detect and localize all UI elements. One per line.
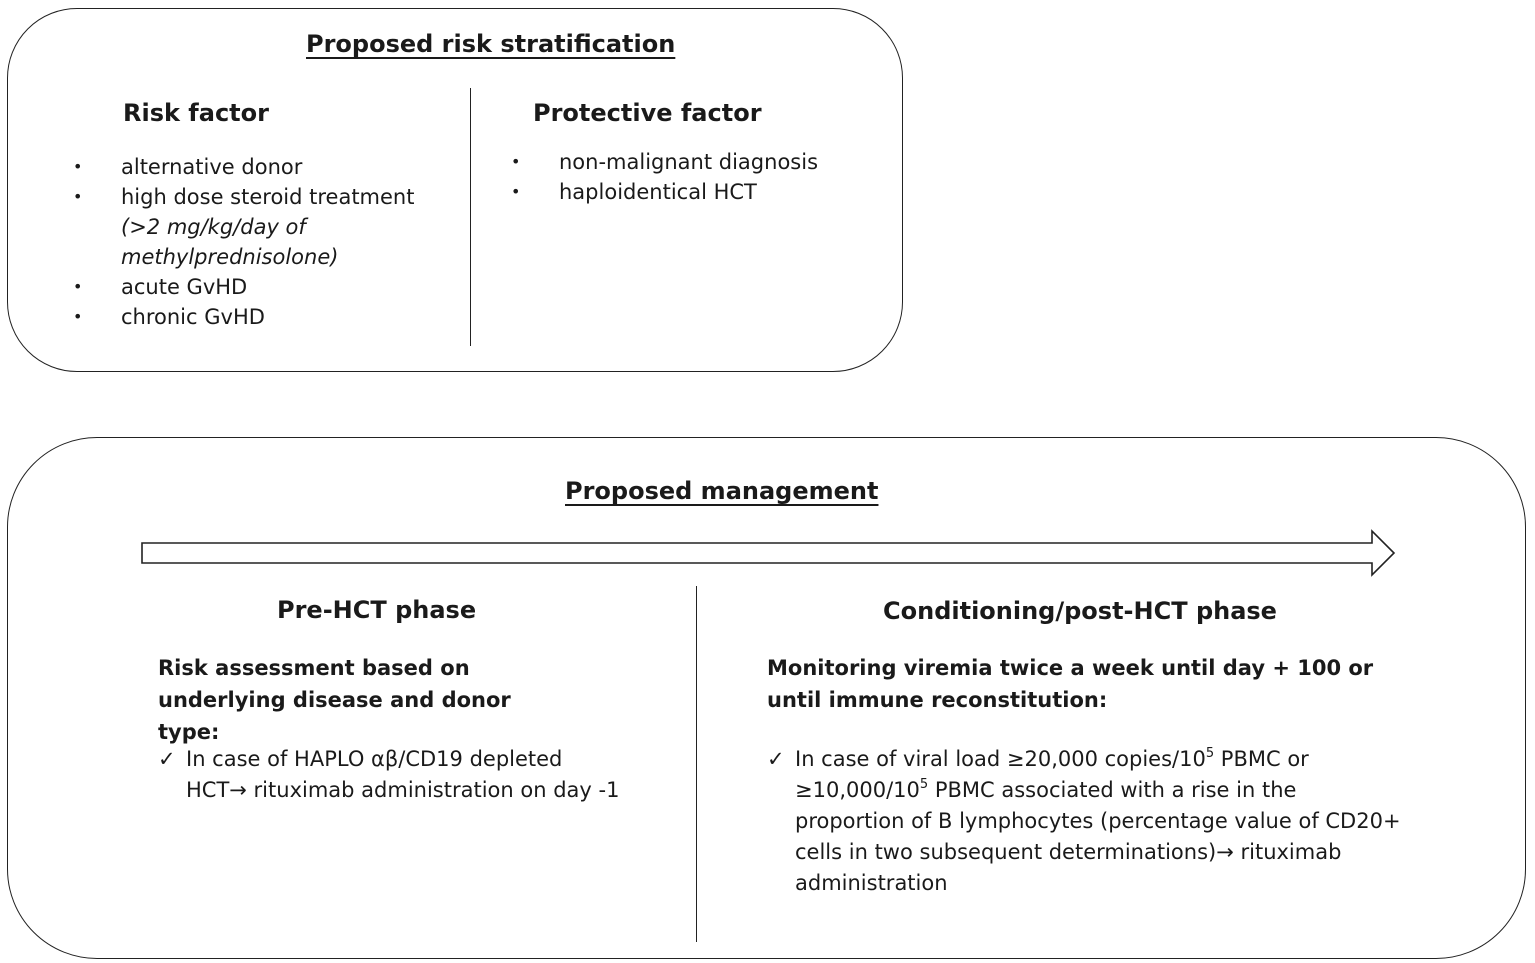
bullet-icon: • bbox=[73, 157, 83, 176]
risk-stratification-title: Proposed risk stratification bbox=[306, 30, 676, 58]
risk-factor-heading: Risk factor bbox=[123, 99, 269, 127]
timeline-arrow bbox=[141, 529, 1396, 577]
phase-divider bbox=[696, 586, 697, 942]
pre-hct-heading: Pre-HCT phase bbox=[277, 596, 477, 624]
risk-factor-note: (>2 mg/kg/day of methylprednisolone) bbox=[121, 215, 339, 269]
list-item: • haploidentical HCT bbox=[511, 177, 818, 207]
post-hct-lead: Monitoring viremia twice a week until da… bbox=[767, 656, 1374, 712]
pre-hct-check-text: In case of HAPLO αβ/CD19 depleted HCT→ r… bbox=[186, 747, 620, 802]
protective-factor-label: haploidentical HCT bbox=[559, 180, 757, 204]
protective-factor-label: non-malignant diagnosis bbox=[559, 150, 819, 174]
risk-stratification-panel bbox=[7, 8, 903, 372]
checkmark-icon: ✓ bbox=[767, 747, 785, 771]
bullet-icon: • bbox=[73, 307, 83, 326]
risk-factor-label: alternative donor bbox=[121, 155, 303, 179]
superscript: 5 bbox=[1205, 746, 1215, 761]
superscript: 5 bbox=[919, 777, 929, 792]
list-item: • high dose steroid treatment (>2 mg/kg/… bbox=[73, 182, 414, 272]
post-hct-check-part2: PBMC or ≥10,000/10 bbox=[795, 747, 1309, 802]
pre-hct-check-item: ✓ In case of HAPLO αβ/CD19 depleted HCT→… bbox=[158, 744, 628, 806]
post-hct-check-part3: PBMC associated with a rise in the propo… bbox=[795, 778, 1401, 895]
risk-factor-label: acute GvHD bbox=[121, 275, 248, 299]
risk-divider bbox=[470, 88, 471, 346]
post-hct-heading: Conditioning/post-HCT phase bbox=[883, 597, 1277, 625]
management-panel bbox=[7, 437, 1526, 959]
risk-factor-label: chronic GvHD bbox=[121, 305, 265, 329]
list-item: • alternative donor bbox=[73, 152, 414, 182]
risk-factor-list: • alternative donor • high dose steroid … bbox=[73, 152, 414, 332]
management-title: Proposed management bbox=[565, 477, 879, 505]
post-hct-check-part1: In case of viral load ≥20,000 copies/10 bbox=[795, 747, 1206, 771]
list-item: • acute GvHD bbox=[73, 272, 414, 302]
risk-factor-label: high dose steroid treatment bbox=[121, 185, 415, 209]
bullet-icon: • bbox=[73, 187, 83, 206]
bullet-icon: • bbox=[511, 152, 521, 171]
bullet-icon: • bbox=[511, 182, 521, 201]
list-item: • chronic GvHD bbox=[73, 302, 414, 332]
protective-factor-list: • non-malignant diagnosis • haploidentic… bbox=[511, 147, 818, 207]
bullet-icon: • bbox=[73, 277, 83, 296]
protective-factor-heading: Protective factor bbox=[533, 99, 762, 127]
post-hct-check-text: In case of viral load ≥20,000 copies/105… bbox=[767, 744, 1407, 899]
checkmark-icon: ✓ bbox=[158, 747, 176, 771]
post-hct-check-item: ✓ In case of viral load ≥20,000 copies/1… bbox=[767, 744, 1407, 899]
pre-hct-lead: Risk assessment based on underlying dise… bbox=[158, 656, 511, 744]
list-item: • non-malignant diagnosis bbox=[511, 147, 818, 177]
timeline-arrow-shape bbox=[141, 529, 1396, 577]
